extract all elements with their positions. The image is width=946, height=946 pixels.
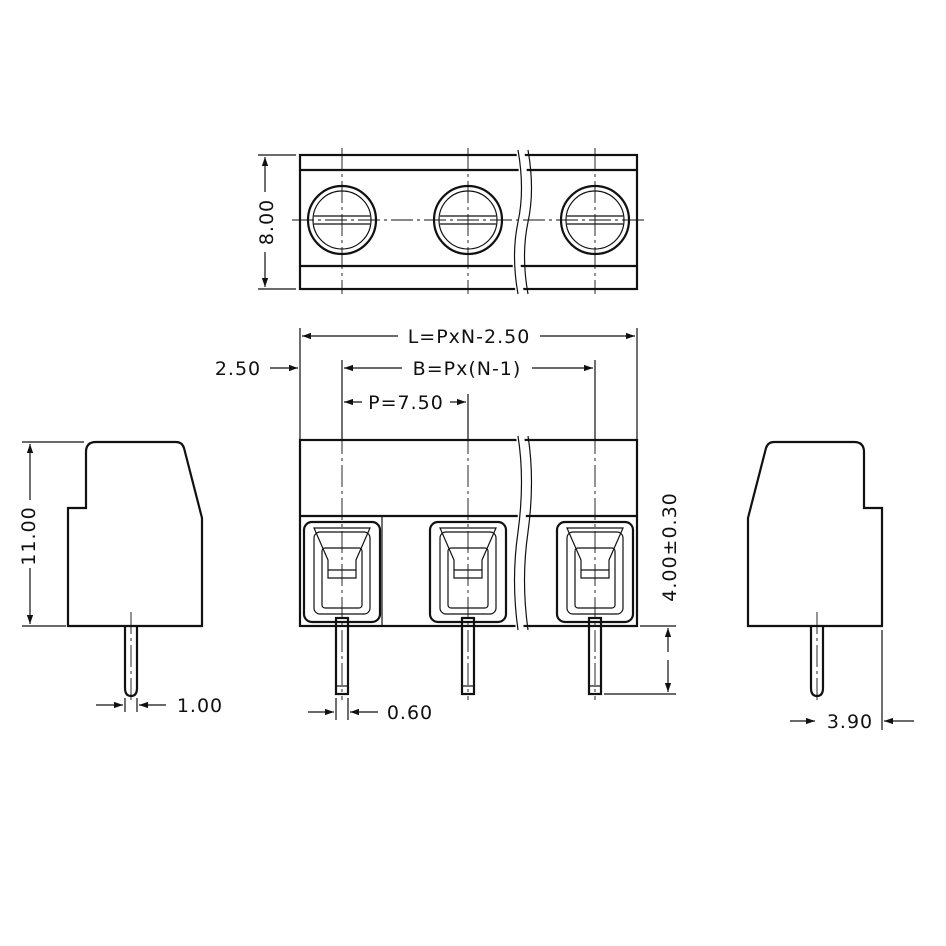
pin-diameter-label: 1.00 [177,695,223,717]
pin-offset-label: 3.90 [827,711,873,733]
body-formula-label: B=Px(N-1) [413,358,522,380]
side-height-label: 11.00 [18,506,40,565]
left-side-view: 11.00 1.00 [18,440,223,717]
height-top-label: 8.00 [256,199,278,245]
front-view-outline [298,438,639,628]
top-view-outline [298,153,639,291]
length-formula-label: L=PxN-2.50 [408,326,531,348]
front-dimensions: L=PxN-2.50 2.50 B=Px(N-1) P=7.50 [215,326,638,440]
right-side-outline [746,440,884,628]
pin-length-label: 4.00±0.30 [659,492,681,602]
left-side-outline [66,440,204,628]
pin-width-label: 0.60 [387,702,433,724]
offset-label: 2.50 [215,358,261,380]
front-view: 4.00±0.30 0.60 [298,432,681,724]
pitch-label: P=7.50 [368,392,444,414]
top-view: 8.00 [256,148,645,295]
right-side-view: 3.90 [746,440,914,733]
